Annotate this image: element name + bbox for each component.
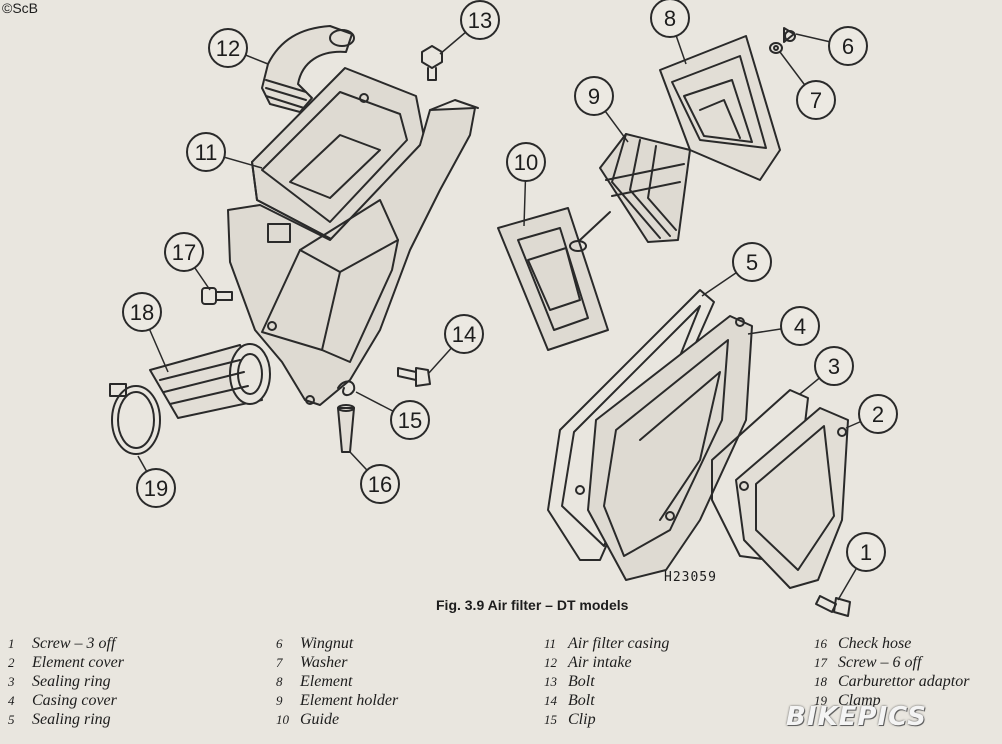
callout-circle-19 [136,468,176,508]
callout-circle-15 [390,400,430,440]
carburettor-adaptor [149,343,271,419]
callout-circle-12 [208,28,248,68]
callout-circle-8 [650,0,690,38]
callout-number-3: 3 [828,354,840,379]
callout-circle-7 [796,80,836,120]
callout-circle-14 [444,314,484,354]
callout-number-1: 1 [860,540,872,565]
callout-number-5: 5 [746,250,758,275]
clip-15 [337,380,356,396]
callout-number-13: 13 [468,8,492,33]
callout-circle-6 [828,26,868,66]
callout-circle-9 [574,76,614,116]
bolt-13 [421,45,443,81]
clamp-19 [109,383,161,455]
sealing-ring-5 [547,289,715,561]
element-holder-9 [569,133,691,252]
callout-circle-11 [186,132,226,172]
copyright-notice: ©ScB [2,0,38,16]
bolt-14 [397,367,431,387]
callout-number-14: 14 [452,322,476,347]
element-cover-2 [735,407,849,589]
callout-circle-2 [858,394,898,434]
callout-number-17: 17 [172,240,196,265]
air-filter-casing [227,67,479,406]
watermark-logo: BIKEPICS [786,702,928,732]
callout-circle-18 [122,292,162,332]
screw-1 [815,595,851,617]
callout-number-12: 12 [216,36,240,61]
callout-number-19: 19 [144,476,168,501]
callout-number-9: 9 [588,84,600,109]
washer-7 [769,42,783,54]
callout-number-8: 8 [664,6,676,31]
check-hose-16 [337,404,355,453]
callout-circle-10 [506,142,546,182]
figure-caption: Fig. 3.9 Air filter – DT models [436,597,629,613]
callout-number-11: 11 [195,140,218,165]
casing-cover-4 [575,315,753,581]
drawing-number: H23059 [664,570,717,585]
callout-number-2: 2 [872,402,884,427]
callout-number-4: 4 [794,314,806,339]
callout-circle-1 [846,532,886,572]
callout-circle-5 [732,242,772,282]
element-8 [659,35,781,181]
callout-number-16: 16 [368,472,392,497]
callout-circle-16 [360,464,400,504]
guide-10 [497,207,609,351]
callout-number-6: 6 [842,34,854,59]
callout-number-10: 10 [514,150,538,175]
callout-number-15: 15 [398,408,422,433]
air-intake [261,25,355,113]
callout-circle-13 [460,0,500,40]
callout-number-7: 7 [810,88,822,113]
callout-number-18: 18 [130,300,154,325]
wingnut-6 [783,27,796,43]
screw-17 [201,287,233,305]
callout-circle-17 [164,232,204,272]
callout-circle-4 [780,306,820,346]
callout-circle-3 [814,346,854,386]
